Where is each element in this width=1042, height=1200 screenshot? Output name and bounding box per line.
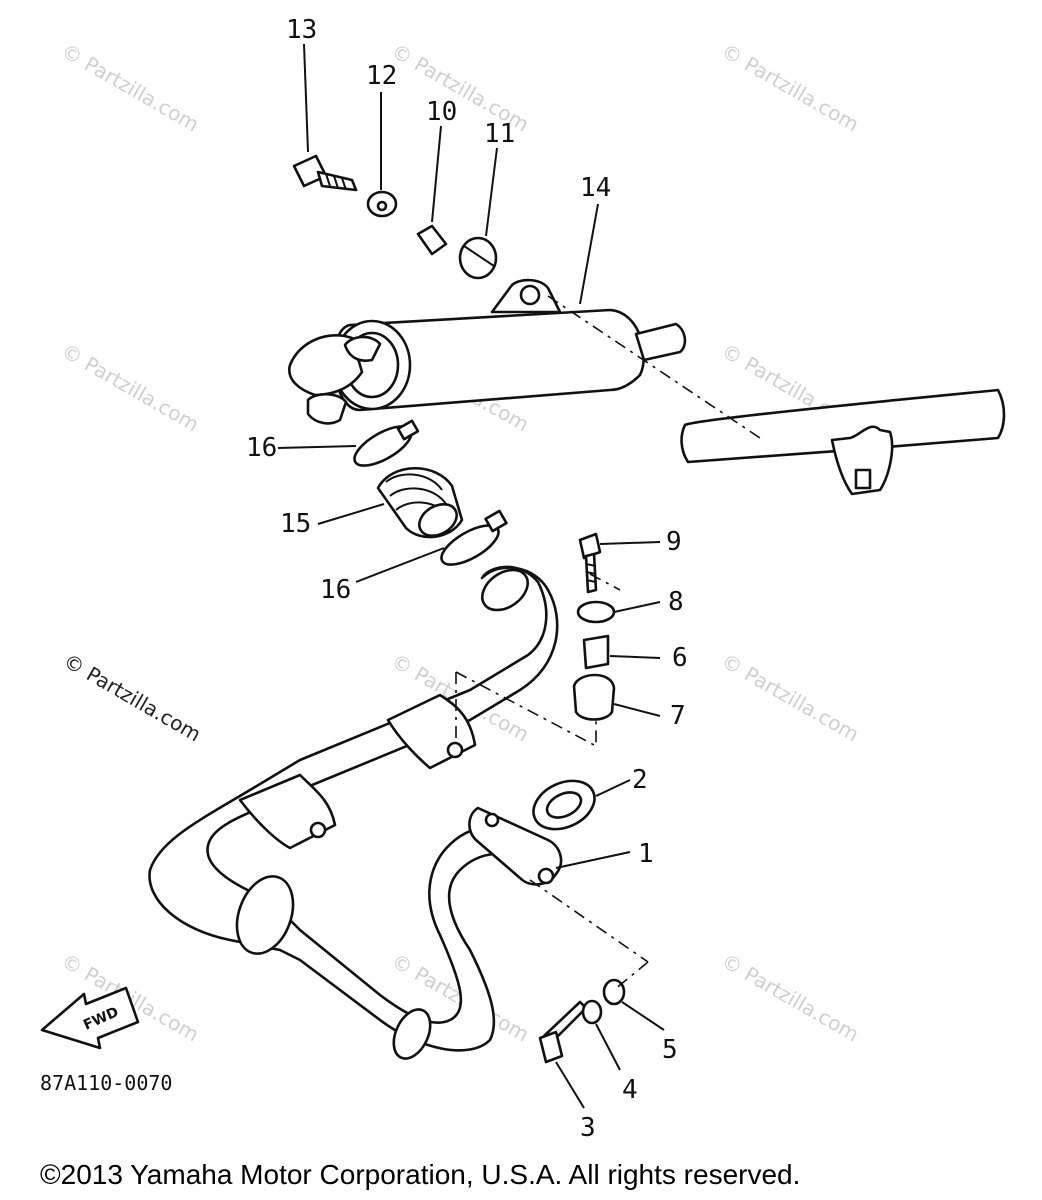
callout-label: 10 [426, 97, 457, 127]
fwd-arrow: FWD [40, 986, 140, 1050]
hose-and-clamps [353, 419, 508, 566]
callout-label: 13 [286, 15, 317, 45]
flange-hardware [538, 978, 626, 1064]
muffler-mount-hardware [292, 154, 498, 280]
callout-label: 2 [632, 765, 648, 795]
pipe-mount-hardware [572, 532, 616, 721]
watermark: © Partzilla.com [718, 649, 864, 747]
callout-label: 12 [366, 61, 397, 91]
gasket [532, 779, 596, 831]
exhaust-pipe [148, 565, 563, 1060]
copyright-notice: ©2013 Yamaha Motor Corporation, U.S.A. A… [40, 1159, 800, 1190]
watermark: © Partzilla.com [58, 339, 204, 437]
callout-labels: 1 2 3 4 5 6 7 8 9 10 11 12 13 14 15 16 1… [246, 15, 688, 1143]
callout-label: 3 [580, 1113, 596, 1143]
callout-label: 1 [638, 839, 654, 869]
callout-label: 8 [668, 587, 684, 617]
callout-label: 4 [622, 1075, 638, 1105]
reference-lines [455, 295, 761, 991]
callout-label: 11 [484, 119, 515, 149]
muffler [288, 278, 687, 425]
watermark: © Partzilla.com [718, 39, 864, 137]
callout-label: 6 [672, 643, 688, 673]
callout-label: 7 [670, 701, 686, 731]
diagram-code: 87A110-0070 [40, 1071, 172, 1095]
callout-label: 9 [666, 527, 682, 557]
callout-label: 16 [246, 433, 277, 463]
callout-label: 16 [320, 575, 351, 605]
callout-label: 15 [280, 509, 311, 539]
watermark: © Partzilla.com [58, 39, 204, 137]
frame-tube [680, 388, 1006, 496]
watermark: © Partzilla.com [718, 949, 864, 1047]
watermark: © Partzilla.com [60, 649, 206, 747]
callout-label: 14 [580, 173, 611, 203]
callout-label: 5 [662, 1035, 678, 1065]
leader-lines [277, 43, 665, 1109]
